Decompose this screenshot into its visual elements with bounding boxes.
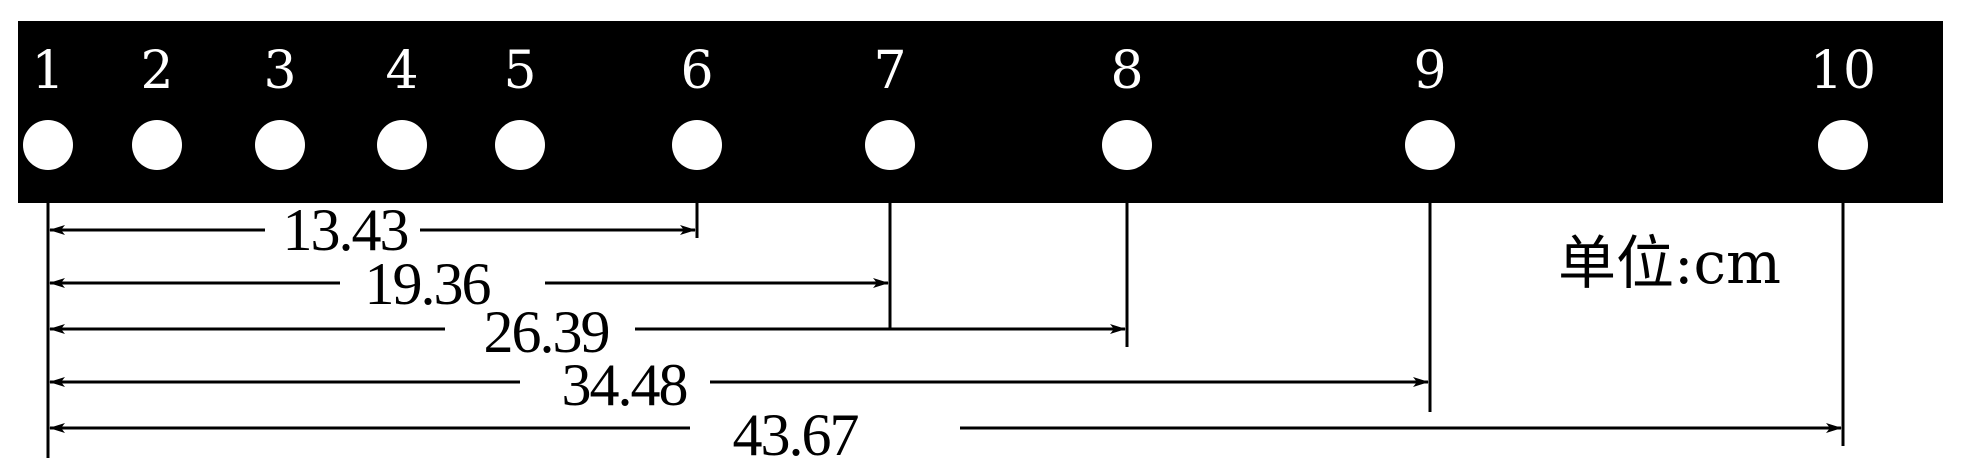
point-label-6: 6 xyxy=(680,41,713,101)
point-label-2: 2 xyxy=(140,41,173,101)
point-dot-4 xyxy=(377,120,427,170)
point-dot-5 xyxy=(495,120,545,170)
point-dot-6 xyxy=(672,120,722,170)
point-dot-2 xyxy=(132,120,182,170)
measurement-label-6: 13.43 xyxy=(283,197,408,263)
measurement-lines xyxy=(46,203,1845,458)
measurement-label-9: 34.48 xyxy=(562,352,687,418)
point-label-7: 7 xyxy=(873,41,906,101)
unit-label: 单位:cm xyxy=(1558,229,1781,297)
point-dot-8 xyxy=(1102,120,1152,170)
point-label-5: 5 xyxy=(503,41,536,101)
point-dot-1 xyxy=(23,120,73,170)
point-dot-3 xyxy=(255,120,305,170)
measurement-label-8: 26.39 xyxy=(484,299,609,365)
tape-strip xyxy=(18,21,1943,203)
point-label-3: 3 xyxy=(263,41,296,101)
measurement-label-10: 43.67 xyxy=(733,402,859,468)
point-dot-9 xyxy=(1405,120,1455,170)
measurement-label-7: 19.36 xyxy=(365,251,491,317)
point-label-9: 9 xyxy=(1413,41,1446,101)
point-label-10: 10 xyxy=(1810,41,1876,101)
point-label-4: 4 xyxy=(385,41,418,101)
point-dot-10 xyxy=(1818,120,1868,170)
point-label-8: 8 xyxy=(1110,41,1143,101)
points-layer: 1 2 3 4 5 6 7 8 9 10 xyxy=(23,41,1876,170)
point-label-1: 1 xyxy=(31,41,64,101)
point-dot-7 xyxy=(865,120,915,170)
